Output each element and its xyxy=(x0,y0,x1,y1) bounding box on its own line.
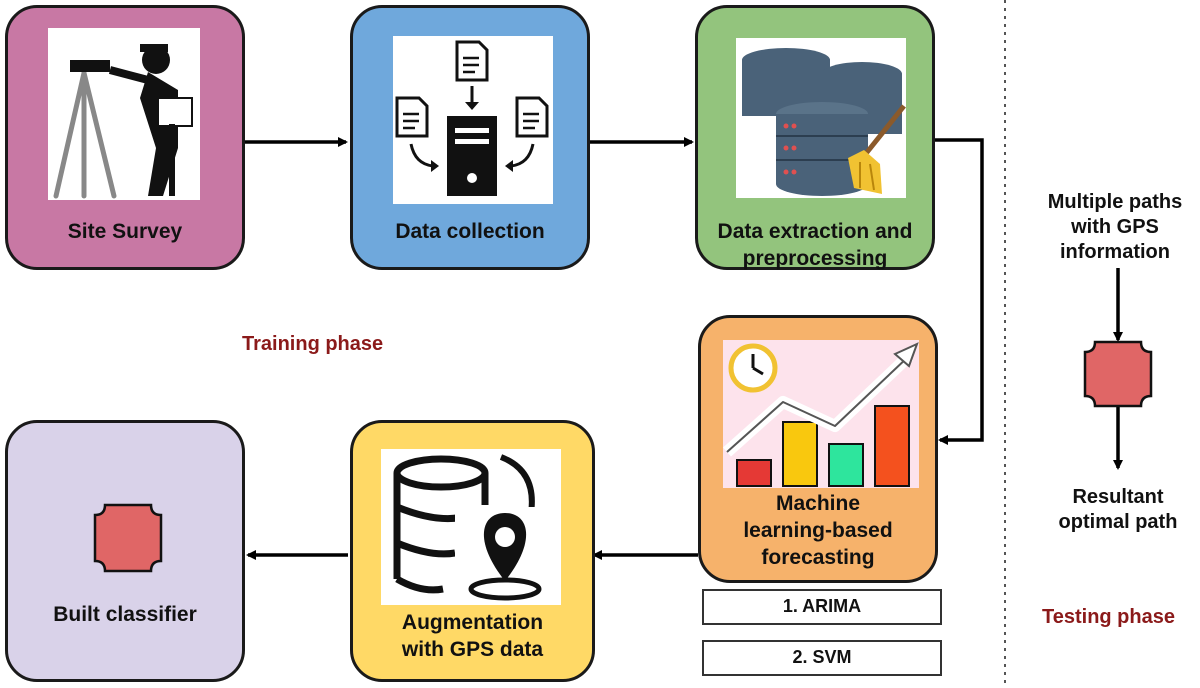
surveyor-icon xyxy=(48,28,200,200)
database-broom-icon xyxy=(736,38,906,198)
ml-forecasting-label-line-1: Machine xyxy=(775,492,861,515)
data-collection-node: Data collection xyxy=(350,5,590,270)
ml-forecasting-label-line-3: forecasting xyxy=(761,546,875,569)
built-classifier-node: Built classifier xyxy=(5,420,245,682)
testing-input-text: Multiple paths with GPS information xyxy=(1025,190,1200,265)
augmentation-label-line-2: with GPS data xyxy=(401,638,544,661)
arrow-extraction-to-forecasting xyxy=(935,138,984,445)
testing-input-line-2: with GPS xyxy=(1071,216,1159,238)
ml-forecasting-label: Machine learning-based forecasting xyxy=(701,490,935,571)
server-documents-icon xyxy=(393,36,553,204)
testing-phase-label: Testing phase xyxy=(1042,606,1175,628)
testing-output-text: Resultant optimal path xyxy=(1028,485,1200,535)
data-collection-label: Data collection xyxy=(395,220,545,243)
database-location-icon xyxy=(381,449,561,605)
testing-input-line-3: information xyxy=(1060,241,1170,263)
testing-output-line-2: optimal path xyxy=(1058,511,1178,533)
testing-output-line-1: Resultant xyxy=(1072,486,1164,508)
site-survey-node: Site Survey xyxy=(5,5,245,270)
data-extraction-label-line-2: preprocessing xyxy=(742,247,888,270)
ml-forecasting-label-line-2: learning-based xyxy=(743,519,893,542)
forecast-chart-icon xyxy=(723,340,919,488)
built-classifier-label: Built classifier xyxy=(53,603,197,626)
augmentation-node: Augmentation with GPS data xyxy=(350,420,595,682)
ml-forecasting-node: Machine learning-based forecasting xyxy=(698,315,938,583)
testing-input-line-1: Multiple paths xyxy=(1047,191,1183,213)
data-extraction-node: Data extraction and preprocessing xyxy=(695,5,935,270)
site-survey-label: Site Survey xyxy=(67,220,183,243)
training-phase-label: Training phase xyxy=(242,333,384,355)
augmentation-label-line-1: Augmentation xyxy=(401,611,544,634)
method-arima: 1. ARIMA xyxy=(702,589,942,625)
testing-classifier-icon xyxy=(1083,340,1153,408)
augmentation-label: Augmentation with GPS data xyxy=(353,609,592,663)
data-extraction-label-line-1: Data extraction and xyxy=(717,220,913,243)
classifier-octagon-icon xyxy=(93,503,163,573)
method-svm: 2. SVM xyxy=(702,640,942,676)
data-extraction-label: Data extraction and preprocessing xyxy=(698,218,932,272)
